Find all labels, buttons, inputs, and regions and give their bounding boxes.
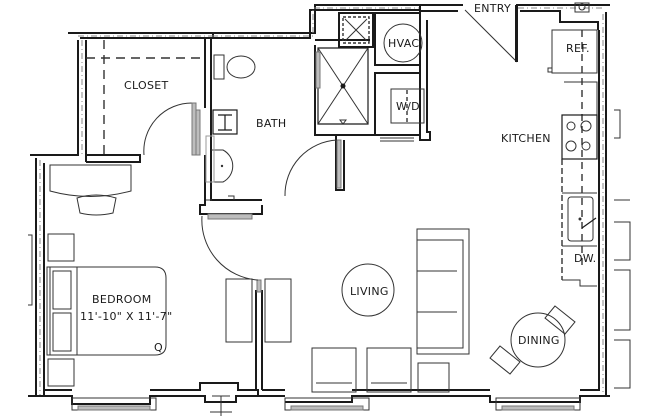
bedroom-dimensions: 11'-10" X 11'-7" (80, 310, 172, 323)
living-label: LIVING (350, 285, 389, 298)
interior-walls (86, 5, 517, 390)
bedroom-furniture (46, 164, 253, 387)
exterior-walls (28, 2, 631, 405)
kitchen-label: KITCHEN (501, 132, 551, 145)
windows (71, 395, 581, 416)
hvac-label: HVAC (388, 37, 419, 50)
bed-size-label: Q (154, 341, 163, 354)
dishwasher-label: DW. (574, 252, 596, 265)
bedroom-label: BEDROOM (92, 293, 152, 306)
dining-furniture (489, 305, 576, 375)
living-furniture (264, 228, 470, 393)
closet-shelf (86, 40, 200, 155)
washer-dryer-label: W/D (396, 100, 420, 113)
bath-label: BATH (256, 117, 286, 130)
doors (143, 102, 338, 281)
closet-label: CLOSET (124, 79, 169, 92)
dining-label: DINING (518, 334, 560, 347)
entry-label: ENTRY (474, 2, 511, 15)
bath-fixtures (205, 54, 256, 201)
refrigerator-label: REF. (566, 42, 590, 55)
kitchen-fixtures (547, 29, 598, 287)
